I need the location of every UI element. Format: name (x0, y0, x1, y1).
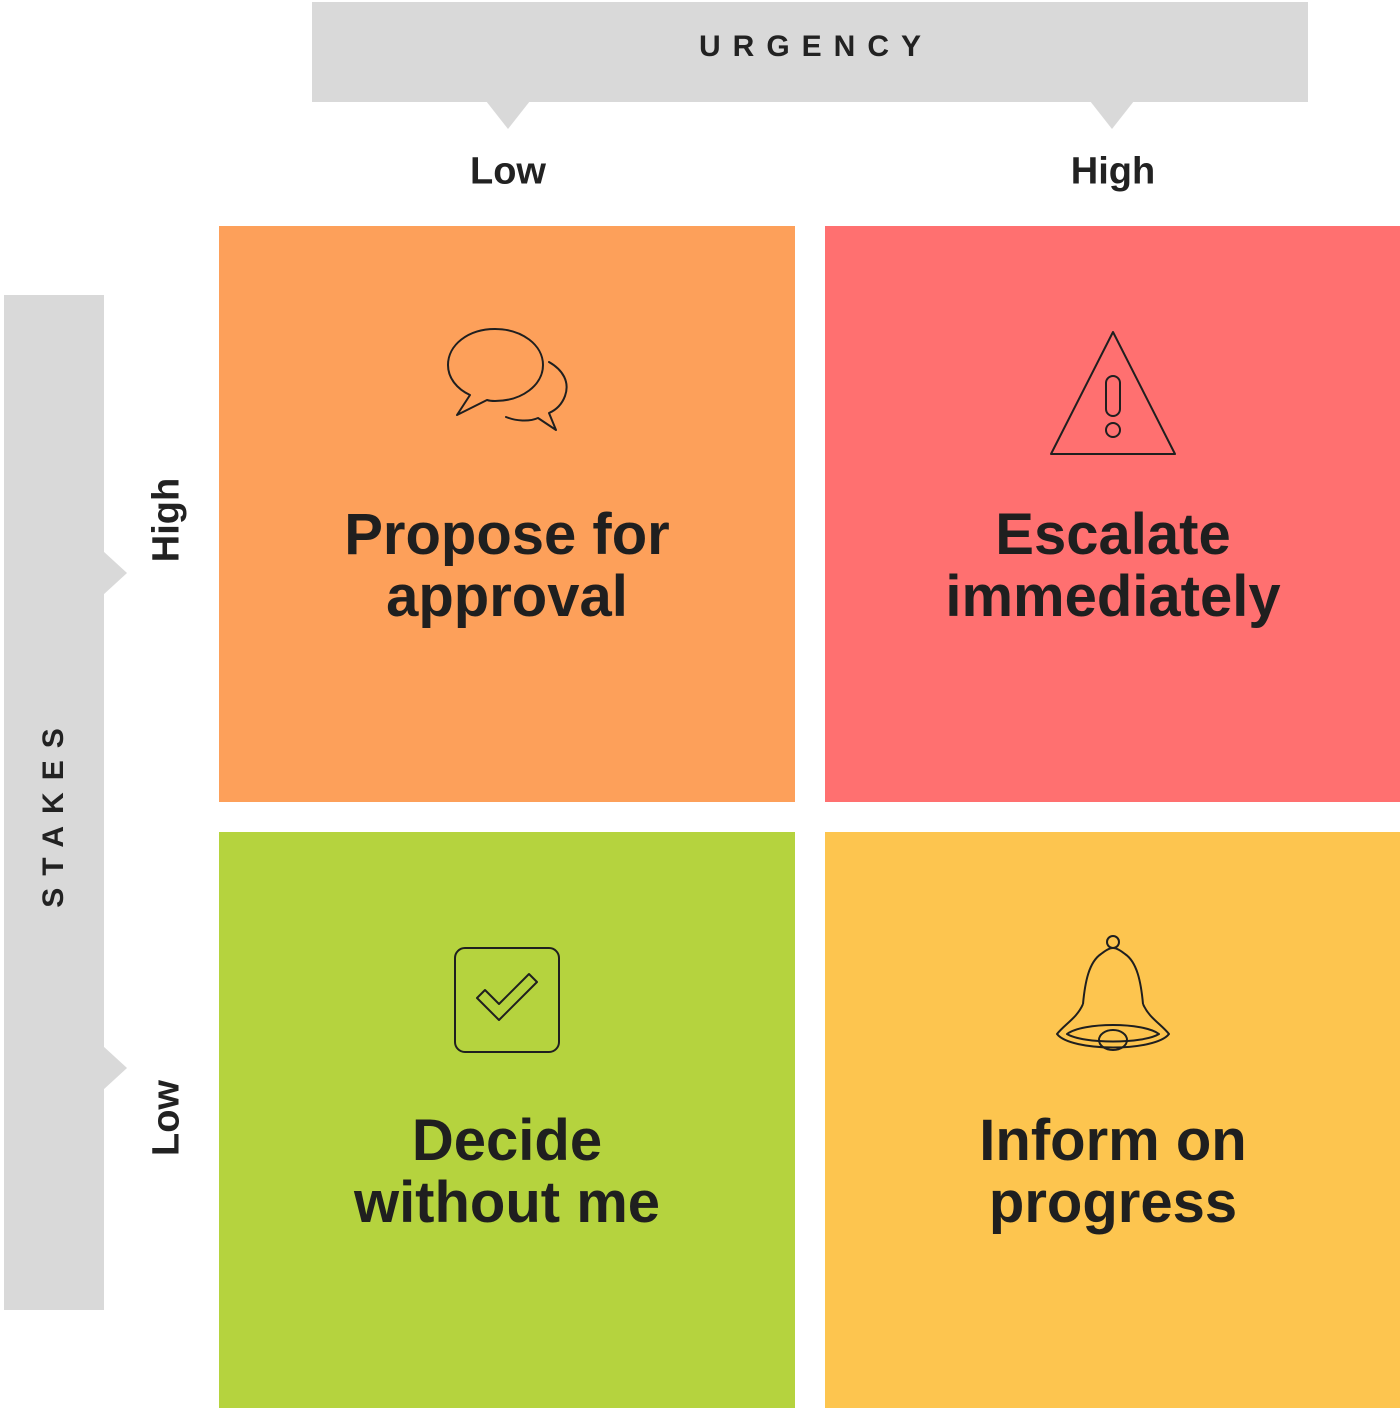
quadrant-label-line2: immediately (945, 564, 1281, 629)
stakes-axis-bar (4, 295, 104, 1310)
checkbox-icon (437, 930, 577, 1070)
urgency-axis-bar (312, 2, 1308, 102)
quadrant-label: Propose for approval (219, 504, 795, 628)
quadrant-label-line1: Decide (411, 1108, 603, 1173)
stakes-low-pointer (103, 1046, 127, 1090)
warning-icon (1043, 324, 1183, 464)
quadrant-propose-for-approval: Propose for approval (219, 226, 795, 802)
urgency-axis-title: URGENCY (698, 30, 933, 63)
quadrant-label: Inform on progress (825, 1110, 1400, 1234)
quadrant-escalate-immediately: Escalate immediately (825, 226, 1400, 802)
quadrant-label-line2: approval (386, 564, 628, 629)
quadrant-decide-without-me: Decide without me (219, 832, 795, 1408)
quadrant-label-line2: progress (988, 1170, 1238, 1235)
stakes-high-label: High (145, 477, 188, 563)
quadrant-label-line1: Propose for (344, 502, 670, 567)
quadrant-label-line1: Escalate (995, 502, 1231, 567)
quadrant-inform-on-progress: Inform on progress (825, 832, 1400, 1408)
quadrant-label-line2: without me (353, 1170, 661, 1235)
stakes-high-pointer (103, 551, 127, 595)
urgency-low-label: Low (470, 150, 546, 193)
stakes-axis-title: STAKES (37, 716, 70, 908)
chat-bubbles-icon (437, 324, 577, 464)
urgency-low-pointer (486, 101, 530, 129)
stakes-low-label: Low (145, 1080, 188, 1156)
quadrant-label-line1: Inform on (979, 1108, 1247, 1173)
urgency-high-pointer (1090, 101, 1134, 129)
quadrant-label: Escalate immediately (825, 504, 1400, 628)
urgency-high-label: High (1070, 150, 1156, 193)
bell-icon (1043, 930, 1183, 1070)
quadrant-label: Decide without me (219, 1110, 795, 1234)
